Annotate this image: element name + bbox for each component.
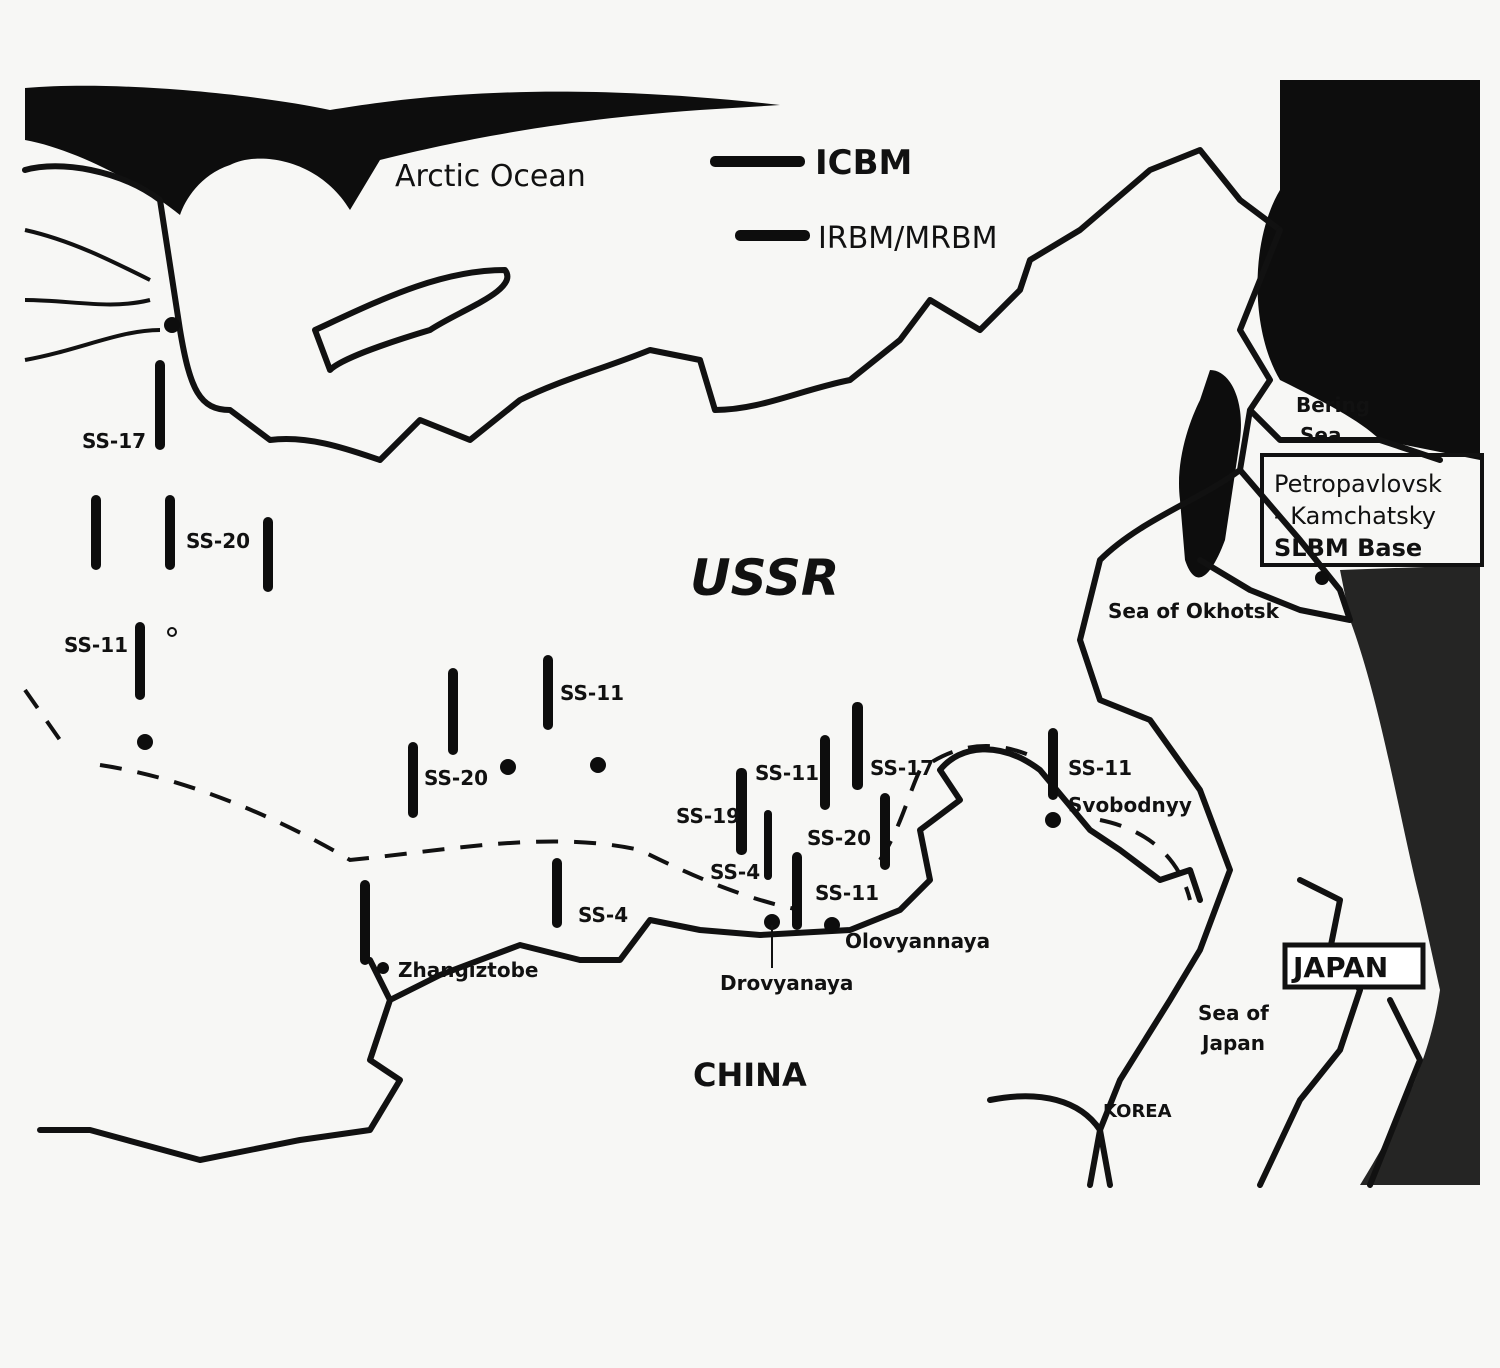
pacific-shading [1340, 565, 1480, 1185]
missile-label: SS-11 [1068, 756, 1132, 780]
bering-sea-label-1: Bering [1296, 393, 1370, 417]
slbm-label-3: SLBM Base [1274, 534, 1422, 562]
site-dot [500, 759, 516, 775]
novaya-zemlya [312, 267, 511, 373]
site-dots [137, 317, 1329, 974]
china-label: CHINA [693, 1056, 807, 1094]
arctic-ocean-label: Arctic Ocean [395, 159, 586, 194]
place-label-drovyanaya: Drovyanaya [720, 971, 853, 995]
border-dashed-far-west [23, 688, 62, 742]
border-dashed-east [878, 744, 1192, 901]
ussr-label: USSR [690, 549, 839, 607]
missile-markers [91, 360, 1058, 965]
bering-ice-mass [1257, 80, 1480, 460]
missile-icon [820, 735, 830, 810]
missile-label: SS-4 [578, 903, 628, 927]
missile-label: SS-20 [186, 529, 250, 553]
missile-icon [880, 793, 890, 870]
sea-of-japan-label-1: Sea of [1198, 1001, 1269, 1025]
missile-icon [408, 742, 418, 818]
missile-label: SS-17 [82, 429, 146, 453]
site-dot [377, 962, 389, 974]
missile-icon [155, 360, 165, 450]
arctic-coastline [22, 147, 1283, 463]
kamchatka-coast [1197, 467, 1353, 623]
site-dot [1315, 571, 1329, 585]
missile-label: SS-4 [710, 860, 760, 884]
icbm-legend-symbol [710, 156, 805, 167]
slbm-label-2: - Kamchatsky [1274, 502, 1436, 530]
missile-label: SS-11 [560, 681, 624, 705]
missile-icon [448, 668, 458, 755]
japan-box [1282, 942, 1426, 990]
korea-coast [987, 1093, 1113, 1188]
missile-label: SS-11 [815, 881, 879, 905]
okhotsk-sakhalin-mass [1179, 370, 1241, 578]
missile-icon [1048, 728, 1058, 800]
site-dot [590, 757, 606, 773]
site-dot [1045, 812, 1061, 828]
place-label-zhangiztobe: Zhangiztobe [398, 958, 538, 982]
site-dot [764, 914, 780, 930]
site-dot [164, 317, 180, 333]
missile-label: SS-20 [424, 766, 488, 790]
place-label-olovyannaya: Olovyannaya [845, 929, 990, 953]
slbm-label-1: Petropavlovsk [1274, 470, 1442, 498]
missile-label: SS-20 [807, 826, 871, 850]
missile-icon [360, 880, 370, 965]
missile-label: SS-19 [676, 804, 740, 828]
japan-label: JAPAN [1291, 951, 1388, 984]
slbm-box [1260, 453, 1484, 567]
missile-icon [543, 655, 553, 730]
missile-icon [792, 852, 802, 930]
irbm-legend-symbol [735, 230, 810, 241]
icbm-legend-label: ICBM [815, 143, 912, 183]
missile-icon [736, 768, 747, 855]
korea-label: KOREA [1103, 1101, 1172, 1122]
missile-icon [263, 517, 273, 592]
bering-sea-label-2: Sea [1300, 423, 1341, 447]
missile-icon [135, 622, 145, 700]
site-dot [824, 917, 840, 933]
pacific-coastline [1077, 227, 1443, 1188]
missile-icon [165, 495, 175, 570]
place-label-svobodnyy: Svobodnyy [1068, 793, 1192, 817]
site-dot [137, 734, 153, 750]
missile-label: SS-11 [64, 633, 128, 657]
sea-of-japan-label-2: Japan [1200, 1031, 1265, 1055]
missile-icon [852, 702, 863, 790]
border-dashed-west [99, 763, 801, 912]
arctic-ice-mass [25, 85, 780, 215]
missile-icon [91, 495, 101, 570]
japan-coast [1257, 877, 1423, 1188]
rivers [24, 228, 161, 362]
site-circle [167, 627, 177, 637]
missile-icon [552, 858, 562, 928]
missile-icon [764, 810, 772, 880]
missile-label: SS-17 [870, 756, 934, 780]
china-ussr-border [37, 746, 1203, 1163]
missile-label: SS-11 [755, 761, 819, 785]
okhotsk-label: Sea of Okhotsk [1108, 599, 1280, 623]
irbm-legend-label: IRBM/MRBM [818, 221, 997, 256]
